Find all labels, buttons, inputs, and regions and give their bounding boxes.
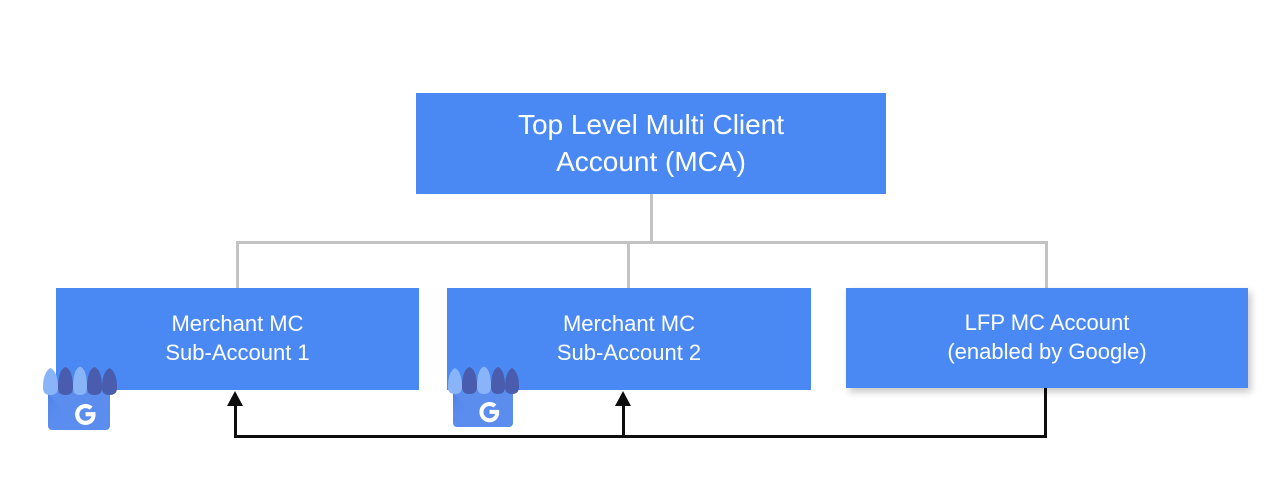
- node-merchant-sub-account-2[interactable]: Merchant MC Sub-Account 2: [447, 288, 811, 390]
- google-my-business-storefront-icon: [41, 366, 119, 432]
- arrowhead-up-icon-sub1: [227, 391, 243, 406]
- feed-arrow-shaft-sub1: [234, 400, 237, 437]
- connector-horizontal-bus: [236, 241, 1048, 244]
- connector-drop-sub1: [236, 241, 239, 289]
- node-lfp-mc-account[interactable]: LFP MC Account (enabled by Google): [846, 288, 1248, 388]
- arrowhead-up-icon-sub2: [615, 391, 631, 406]
- google-g-glyph-icon: [75, 404, 96, 425]
- feed-path-horizontal: [234, 435, 1047, 438]
- node-merchant-sub-account-2-label: Merchant MC Sub-Account 2: [556, 311, 702, 365]
- google-g-glyph-icon: [479, 402, 500, 423]
- node-merchant-sub-account-1-label: Merchant MC Sub-Account 1: [165, 311, 310, 365]
- connector-drop-sub2: [627, 241, 630, 289]
- node-lfp-mc-account-label: LFP MC Account (enabled by Google): [947, 310, 1147, 364]
- node-top-level-mca-label: Top Level Multi Client Account (MCA): [517, 109, 785, 177]
- node-top-level-mca[interactable]: Top Level Multi Client Account (MCA): [416, 93, 886, 194]
- feed-arrow-shaft-sub2: [622, 400, 625, 437]
- google-my-business-storefront-icon: [446, 366, 522, 428]
- feed-path-riser-lfp: [1044, 387, 1047, 438]
- node-merchant-sub-account-1[interactable]: Merchant MC Sub-Account 1: [56, 288, 419, 390]
- connector-drop-lfp: [1045, 241, 1048, 289]
- connector-top-stem: [650, 194, 653, 243]
